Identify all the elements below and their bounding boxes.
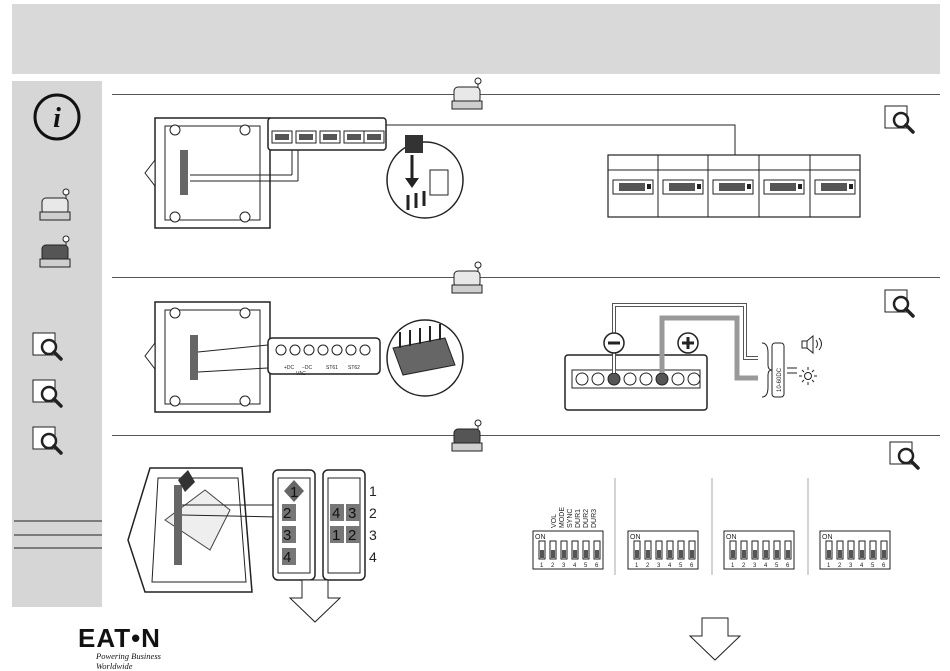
dip-on-label: ON (822, 534, 833, 541)
sequence-left-item: 2 (283, 505, 291, 522)
down-arrow-right (690, 618, 740, 660)
wiring-diagram: 10-60DC (565, 305, 797, 410)
beacon-device-dark-icon (40, 236, 70, 267)
dip-switch-knob (540, 550, 544, 558)
magnifier-icon[interactable] (885, 106, 913, 132)
dip-switch-knob (657, 550, 661, 558)
terminal-label: +DC (284, 365, 295, 371)
brand-block: EAT•N Powering Business Worldwide (78, 625, 198, 663)
sequence-right-panel (323, 470, 365, 580)
voltage-label: 10-60DC (777, 367, 783, 392)
sequence-left-item: 4 (283, 549, 291, 566)
dip-switch-knob (679, 550, 683, 558)
sequence-number: 1 (369, 483, 377, 499)
sequence-number: 3 (369, 527, 377, 543)
magnifier-icon[interactable] (33, 333, 61, 359)
beacon-device-dark-icon (452, 420, 482, 451)
dip-label: DUR1 (575, 509, 582, 528)
enclosure-bottom-open (128, 468, 252, 592)
enclosure-middle (145, 302, 270, 412)
magnifier-icon[interactable] (890, 442, 918, 468)
terminal-block-detail (387, 320, 463, 396)
brand-tagline: Powering Business Worldwide (96, 651, 198, 671)
beacon-device-icon (452, 78, 482, 109)
svg-text:i: i (53, 103, 61, 134)
down-arrow-left (290, 580, 340, 622)
dip-switch-knob (668, 550, 672, 558)
dip-on-label: ON (630, 534, 641, 541)
dip-switch-knob (646, 550, 650, 558)
terminal-label: ST62 (348, 365, 360, 371)
dip-switch-knob (753, 550, 757, 558)
sequence-right-item: 1 (332, 527, 340, 544)
magnifier-icon[interactable] (33, 427, 61, 453)
dip-switch-knob (562, 550, 566, 558)
dip-label: DUR2 (583, 509, 590, 528)
dip-switch-knob (827, 550, 831, 558)
dip-switch-knob (584, 550, 588, 558)
dip-switch-knob (551, 550, 555, 558)
terminal-label: VAC (296, 371, 306, 377)
sequence-number: 2 (369, 505, 377, 521)
sequence-left-item: 3 (283, 527, 291, 544)
dip-switch-knob (871, 550, 875, 558)
light-icon (799, 367, 817, 385)
speaker-icon (802, 336, 822, 353)
dip-switch-knob (860, 550, 864, 558)
dip-switch-knob (690, 550, 694, 558)
dip-switch-knob (731, 550, 735, 558)
beacon-device-icon (40, 189, 70, 220)
magnifier-icon[interactable] (885, 290, 913, 316)
dip-switch-knob (764, 550, 768, 558)
sequence-right-item: 2 (348, 527, 356, 544)
eaton-logo: EAT•N (78, 625, 198, 651)
dip-on-label: ON (535, 534, 546, 541)
enclosure-top (145, 118, 270, 228)
dip-switch-knob (882, 550, 886, 558)
dip-switch-knob (595, 550, 599, 558)
dip-label: VOL (551, 514, 558, 528)
dip-switch-knob (775, 550, 779, 558)
sequence-right-item: 3 (348, 505, 356, 522)
dip-on-label: ON (726, 534, 737, 541)
dip-switch-knob (635, 550, 639, 558)
dip-switch-knob (742, 550, 746, 558)
beacon-device-icon (452, 262, 482, 293)
terminal-strip-slots (272, 131, 384, 143)
jumper-insert-detail (387, 135, 463, 218)
dip-switch-knob (786, 550, 790, 558)
dip-switch-knob (573, 550, 577, 558)
dip-label: SYNC (567, 509, 574, 528)
dip-switch-knob (849, 550, 853, 558)
jumper-config-table (608, 155, 860, 217)
info-icon: i (35, 95, 79, 139)
dip-label: DUR3 (591, 509, 598, 528)
sequence-number: 4 (369, 549, 377, 565)
magnifier-icon[interactable] (33, 380, 61, 406)
terminal-label: ST61 (326, 365, 338, 371)
sequence-right-item: 4 (332, 505, 340, 522)
dip-switch-knob (838, 550, 842, 558)
sequence-left-item: 1 (290, 484, 298, 501)
dip-label: MODE (559, 507, 566, 528)
